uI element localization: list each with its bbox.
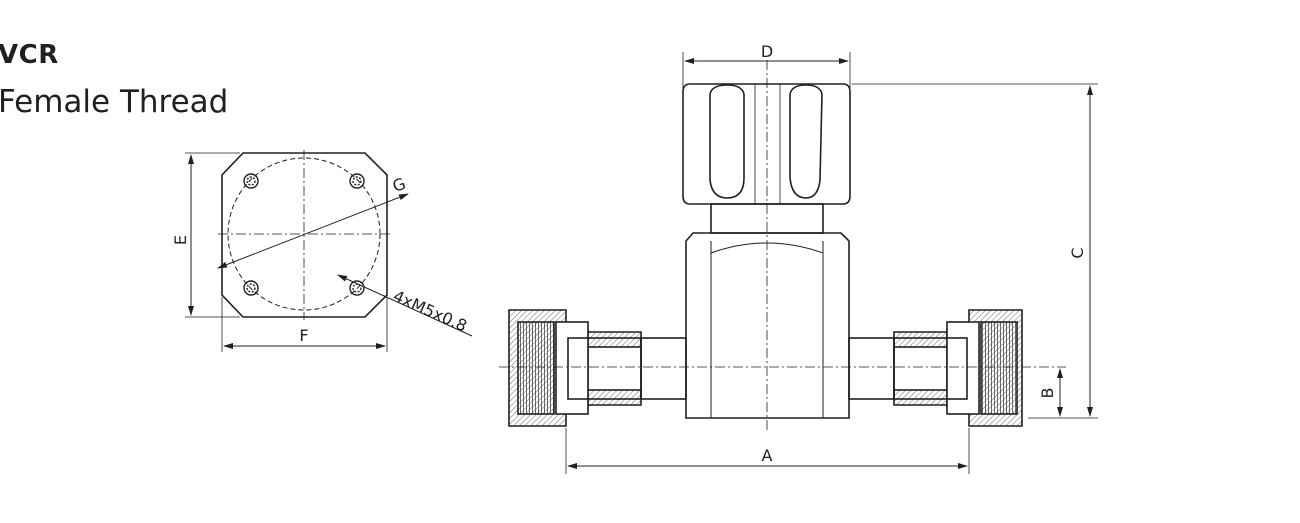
dimension-g-line	[217, 193, 409, 269]
valve-body	[685, 232, 850, 419]
dimension-b-label: B	[1038, 388, 1057, 399]
dimension-e-label: E	[171, 235, 190, 245]
mounting-hole	[349, 173, 365, 189]
side-view	[499, 52, 1098, 474]
dimension-f-label: F	[299, 326, 308, 345]
product-type-title: VCR	[0, 40, 59, 70]
handle-knob	[682, 83, 851, 205]
left-tube	[640, 337, 687, 400]
knob-grip-left	[709, 84, 745, 199]
dimension-c-label: C	[1068, 247, 1087, 258]
dimension-d-label: D	[761, 42, 773, 61]
hole-spec-label: 4xM5x0.8	[390, 286, 469, 335]
hole-leader	[337, 274, 473, 337]
thread-type-title: Female Thread	[0, 84, 229, 120]
mounting-hole	[243, 280, 259, 296]
bottom-view	[185, 150, 473, 352]
right-tube	[848, 337, 895, 400]
knob-grip-right	[789, 84, 823, 199]
mounting-hole	[243, 173, 259, 189]
dimension-a-label: A	[762, 446, 773, 465]
dimension-g-label: G	[390, 174, 408, 196]
